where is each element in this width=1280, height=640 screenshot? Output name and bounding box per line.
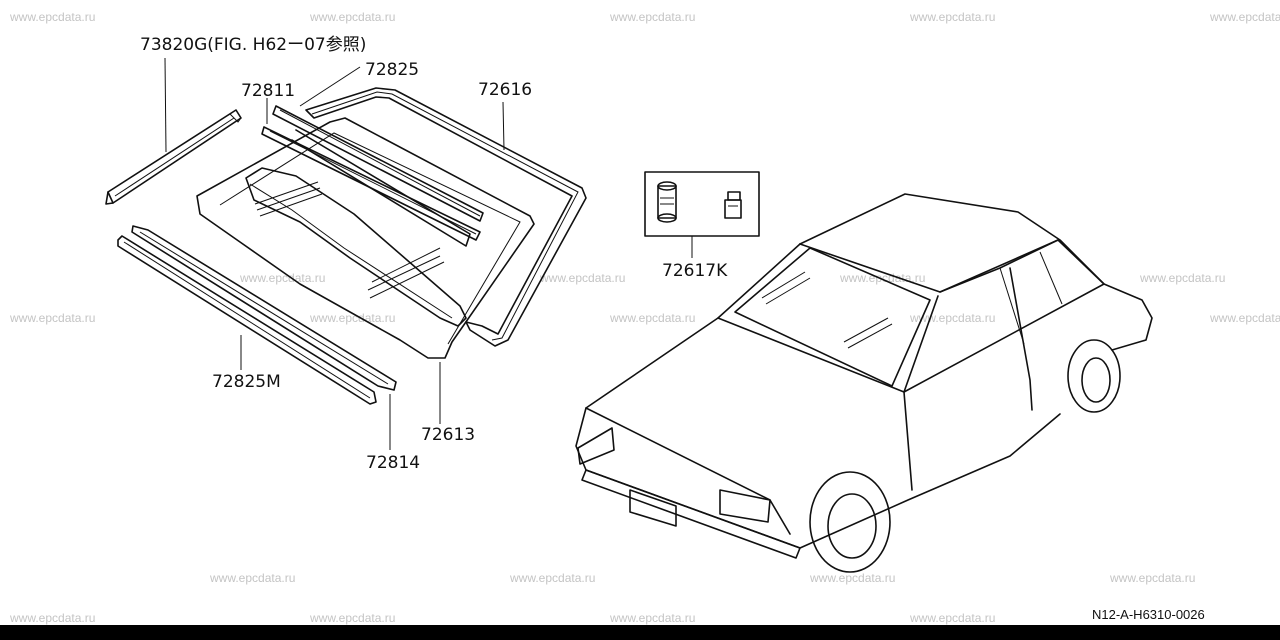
watermark: www.epcdata.ru — [839, 271, 925, 285]
label-72811: 72811 — [241, 81, 295, 101]
watermarks: www.epcdata.ru www.epcdata.ru www.epcdat… — [9, 10, 1280, 625]
label-72814: 72814 — [366, 453, 420, 473]
watermark: www.epcdata.ru — [309, 311, 395, 325]
part-labels: 73820G(FIG. H62ー07参照) 72825 72811 72616 … — [140, 35, 728, 473]
watermark: www.epcdata.ru — [539, 271, 625, 285]
watermark: www.epcdata.ru — [9, 10, 95, 24]
watermark: www.epcdata.ru — [209, 571, 295, 585]
part-72825m-lower-molding — [117, 225, 397, 405]
watermark: www.epcdata.ru — [309, 611, 395, 625]
label-72617k: 72617K — [662, 261, 728, 281]
watermark: www.epcdata.ru — [909, 311, 995, 325]
bottom-bar — [0, 625, 1280, 640]
watermark: www.epcdata.ru — [9, 611, 95, 625]
part-72613-windshield-glass — [196, 117, 535, 359]
watermark: www.epcdata.ru — [309, 10, 395, 24]
part-73820g-molding — [105, 109, 242, 205]
part-72616-weatherstrip — [305, 87, 587, 347]
watermark: www.epcdata.ru — [239, 271, 325, 285]
watermark: www.epcdata.ru — [9, 311, 95, 325]
watermark: www.epcdata.ru — [1139, 271, 1225, 285]
watermark: www.epcdata.ru — [609, 10, 695, 24]
label-72825m: 72825M — [212, 372, 281, 392]
label-72825: 72825 — [365, 60, 419, 80]
watermark: www.epcdata.ru — [1209, 10, 1280, 24]
label-72616: 72616 — [478, 80, 532, 100]
part-72617k-kit — [644, 171, 760, 237]
watermark: www.epcdata.ru — [1209, 311, 1280, 325]
label-73820g: 73820G(FIG. H62ー07参照) — [140, 35, 366, 55]
watermark: www.epcdata.ru — [609, 311, 695, 325]
watermark: www.epcdata.ru — [609, 611, 695, 625]
label-72613: 72613 — [421, 425, 475, 445]
watermark: www.epcdata.ru — [909, 10, 995, 24]
drawing-code: N12-A-H6310-0026 — [1092, 607, 1205, 622]
watermark: www.epcdata.ru — [909, 611, 995, 625]
watermark: www.epcdata.ru — [809, 571, 895, 585]
part-72811-molding — [261, 105, 484, 247]
car-illustration — [575, 193, 1153, 573]
leader-lines — [164, 57, 693, 450]
watermark: www.epcdata.ru — [1109, 571, 1195, 585]
watermark: www.epcdata.ru — [509, 571, 595, 585]
